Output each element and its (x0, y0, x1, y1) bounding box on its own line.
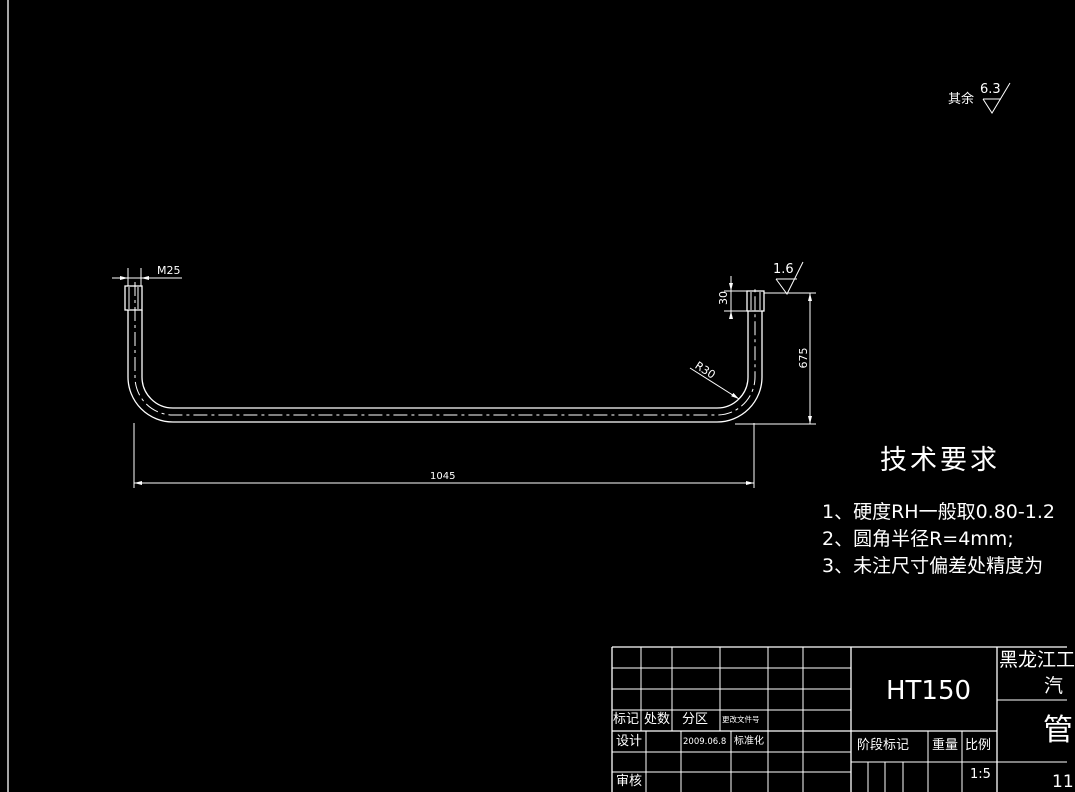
title-block-zone-label: 分区 (682, 712, 709, 727)
overall-length-label: 1045 (430, 471, 456, 482)
end-length-arrowhead (729, 311, 733, 319)
weight-label: 重量 (932, 738, 959, 753)
length-arrowhead (134, 481, 142, 485)
local-roughness-value: 1.6 (773, 262, 794, 277)
organization-name-line2: 汽 (1044, 675, 1064, 697)
tech-requirement-item: 1、硬度RH一般取0.80-1.2 (822, 501, 1055, 523)
m25-arrowhead (120, 276, 128, 280)
title-block-review-label: 审核 (616, 774, 643, 789)
height-dimension-label: 675 (797, 347, 810, 369)
height-arrowhead (808, 293, 812, 301)
stage-mark-label: 阶段标记 (857, 738, 910, 753)
title-block-count-label: 处数 (644, 712, 671, 727)
length-arrowhead (746, 481, 754, 485)
title-block-standardize-label: 标准化 (734, 736, 764, 747)
m25-arrowhead (141, 276, 149, 280)
height-arrowhead (808, 416, 812, 424)
scale-label: 比例 (965, 738, 992, 753)
left-threaded-end (124, 285, 143, 311)
tech-requirement-item: 3、未注尺寸偏差处精度为 (822, 555, 1044, 577)
drawing-number: 11 (1052, 772, 1074, 792)
title-block-change-doc-label: 更改文件号 (722, 715, 760, 724)
bend-radius-leader (689, 367, 740, 400)
general-roughness-symbol (982, 82, 1011, 114)
right-threaded-end (746, 290, 765, 312)
title-block-design-label: 设计 (616, 734, 643, 749)
end-length-arrowhead (729, 283, 733, 291)
title-block-mark-label: 标记 (613, 712, 640, 727)
tech-requirements-title: 技术要求 (880, 445, 1000, 476)
general-roughness-value: 6.3 (980, 82, 1001, 97)
material-label: HT150 (886, 676, 972, 706)
part-name: 管 (1043, 713, 1073, 748)
title-block-date: 2009.06.8 (683, 737, 727, 747)
local-roughness-symbol (775, 261, 804, 295)
scale-value: 1:5 (970, 767, 991, 782)
pipe-inner-contour (141, 310, 749, 409)
pipe-outer-contour (127, 310, 763, 423)
general-roughness-label: 其余 (948, 92, 975, 107)
organization-name-line1: 黑龙江工 (999, 649, 1075, 671)
end-length-dimension-label: 30 (717, 291, 730, 305)
pipe-centerline (134, 282, 756, 416)
thread-dimension-label: M25 (157, 264, 181, 277)
tech-requirement-item: 2、圆角半径R=4mm; (822, 528, 1014, 550)
bend-radius-arrowhead (731, 392, 739, 399)
